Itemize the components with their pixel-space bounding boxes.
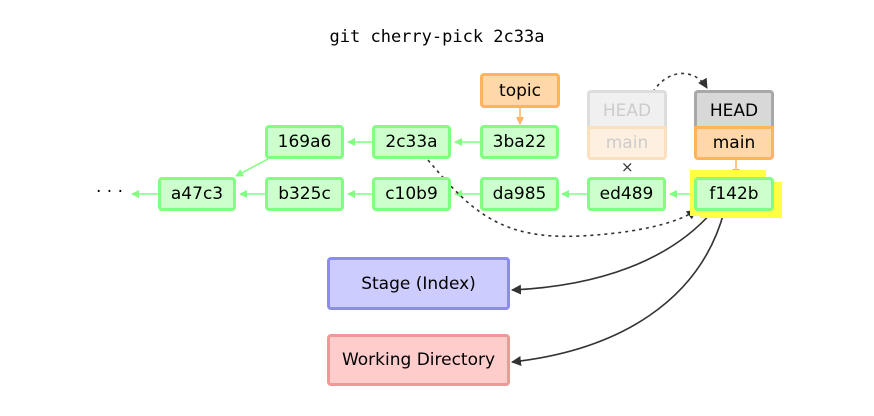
commit-3ba22[interactable]: 3ba22	[480, 125, 559, 159]
commit-b325c[interactable]: b325c	[265, 177, 344, 211]
working-directory-area[interactable]: Working Directory	[327, 334, 510, 386]
command-title: git cherry-pick 2c33a	[329, 27, 545, 47]
edge-cherry-pick-copy	[427, 159, 697, 238]
edge-f142b-stage	[511, 211, 713, 295]
stage-index-area[interactable]: Stage (Index)	[327, 257, 510, 310]
detached-x-icon: ×	[621, 158, 634, 176]
commit-2c33a[interactable]: 2c33a	[372, 125, 451, 159]
commit-169a6[interactable]: 169a6	[265, 125, 344, 159]
edge-head-move	[652, 72, 708, 93]
branch-topic[interactable]: topic	[480, 73, 560, 108]
branch-main[interactable]: main	[694, 126, 774, 160]
edge-f142b-workdir	[511, 211, 725, 366]
head-ref[interactable]: HEAD	[694, 90, 774, 128]
commit-da985[interactable]: da985	[480, 177, 559, 211]
commit-f142b[interactable]: f142b	[694, 177, 774, 211]
edge-169a6-a47c3	[235, 158, 269, 177]
old-head-ref: HEAD	[587, 90, 667, 128]
commit-a47c3[interactable]: a47c3	[158, 177, 236, 211]
old-main-branch: main	[587, 126, 667, 160]
history-ellipsis: · · ·	[96, 182, 124, 202]
commit-c10b9[interactable]: c10b9	[372, 177, 451, 211]
commit-ed489[interactable]: ed489	[587, 177, 666, 211]
